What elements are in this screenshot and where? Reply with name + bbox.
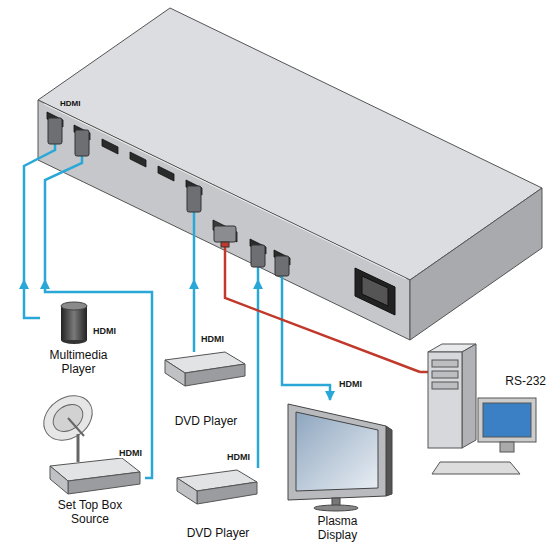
computer-icon (432, 462, 520, 474)
cable-stub (257, 267, 260, 280)
hdmi-plug (251, 245, 265, 267)
computer-icon (432, 382, 458, 389)
dvd-player-icon (197, 482, 257, 504)
db9-plug (214, 226, 236, 247)
hdmi-cable (45, 280, 152, 478)
hdmi-cable (257, 280, 260, 468)
switcher: HDMI (15, 80, 305, 280)
plasma-display-icon (386, 426, 392, 496)
computer-icon (478, 398, 536, 442)
dvd-player-icon (177, 470, 257, 504)
device-logo: HDMI (60, 99, 80, 109)
serial-stub (420, 371, 428, 374)
computer-icon (432, 371, 458, 378)
set-top-box-icon (50, 458, 140, 494)
cable-stub (24, 144, 55, 280)
rs232-port (213, 220, 237, 242)
computer-icon (428, 344, 536, 474)
hdmi-plug (75, 130, 89, 156)
source-device: DVD Player (160, 352, 252, 431)
plasma-display-icon (314, 505, 358, 511)
set-top-box-icon (68, 472, 140, 494)
device-label: Multimedia Player (41, 348, 116, 376)
serial-cable (225, 280, 420, 372)
source-device: Set Top Box Source (35, 390, 145, 529)
cable-stub (281, 276, 284, 280)
rs232-port (213, 220, 237, 242)
hdmi-plug (48, 118, 62, 144)
hdmi-plug (48, 118, 289, 276)
computer-icon (483, 403, 531, 437)
hdmi-cable (282, 280, 330, 400)
power-inlet (355, 268, 395, 315)
hdmi-plug (275, 256, 289, 276)
multimedia-player-icon (61, 302, 87, 310)
cable-stub (45, 156, 82, 280)
port-label: RS-232 (421, 374, 546, 388)
plasma-display-icon (288, 404, 392, 511)
hdmi-port (102, 139, 118, 154)
controller-device: RS-232 (420, 340, 547, 480)
plasma-display-icon (296, 412, 378, 491)
cable-label: HDMI (226, 452, 251, 462)
hdmi-cable (24, 280, 40, 318)
switcher-housing (38, 100, 410, 340)
hdmi-plug (187, 186, 201, 212)
serial-stub (224, 246, 227, 280)
satellite-dish-icon (68, 418, 84, 436)
source-device: Multimedia Player (40, 300, 117, 379)
serial-stub (225, 246, 428, 372)
power-inlet (362, 276, 388, 306)
source-device: DVD Player (172, 468, 264, 543)
multimedia-player-icon (61, 306, 87, 340)
device-label: Set Top Box Source (50, 498, 130, 526)
db9-plug (221, 242, 229, 247)
plasma-display-icon (288, 404, 386, 500)
cable-stub (193, 212, 196, 280)
computer-icon (432, 360, 458, 367)
db9-plug (214, 226, 236, 242)
computer-icon (500, 442, 514, 452)
multimedia-player-icon (61, 302, 87, 344)
device-label: Plasma Display (307, 514, 369, 542)
dvd-player-icon (177, 478, 197, 504)
set-top-box-icon (50, 466, 68, 494)
computer-icon (428, 352, 462, 448)
power-inlet (355, 268, 395, 315)
switcher-housing (44, 104, 406, 279)
cable-label: HDMI (338, 379, 363, 389)
satellite-dish-icon (35, 387, 101, 450)
satellite-dish-icon (48, 399, 88, 437)
switcher-housing (38, 8, 542, 340)
display-device: Plasma Display (280, 400, 395, 545)
hdmi-port (130, 152, 146, 167)
satellite-dish-icon (35, 387, 101, 462)
satellite-dish-icon (77, 434, 80, 462)
dvd-player-icon (165, 360, 185, 386)
device-label: DVD Player (161, 414, 251, 428)
cable-label: HDMI (200, 334, 225, 344)
dvd-player-icon (185, 364, 245, 386)
device-label: DVD Player (173, 526, 263, 540)
hdmi-port (47, 112, 290, 265)
dvd-player-icon (165, 352, 245, 386)
hdmi-cable (193, 280, 196, 352)
cable-label: HDMI (92, 326, 117, 336)
switcher-housing (410, 188, 542, 340)
cable-stub (24, 144, 282, 280)
cable-label: HDMI (118, 448, 143, 458)
hdmi-port (158, 166, 174, 181)
computer-icon (462, 344, 476, 448)
